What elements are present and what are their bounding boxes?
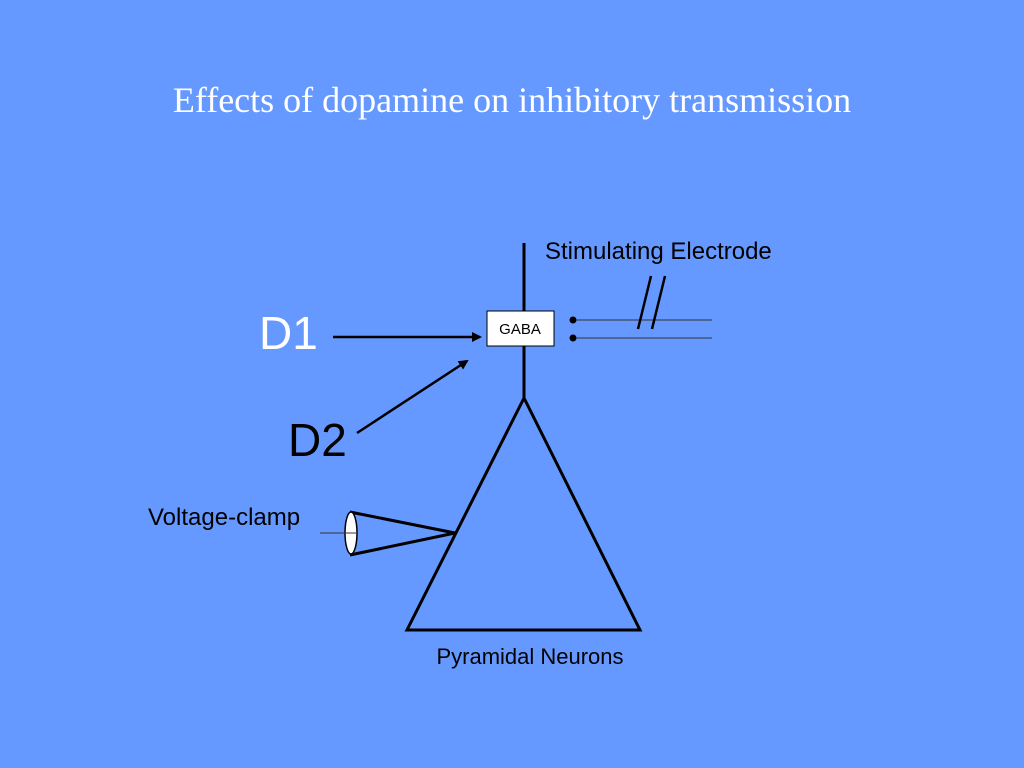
electrode-dot-top [569,316,577,324]
stimulating-electrode-label: Stimulating Electrode [545,238,772,265]
pyramidal-neuron-body [404,394,643,632]
pyramidal-neurons-label: Pyramidal Neurons [436,644,623,669]
electrode-break-mark-2 [650,275,667,330]
gaba-label: GABA [499,321,541,338]
d2-label: D2 [288,414,347,466]
d2-arrow [356,359,469,435]
electrode-dot-bottom [569,334,577,342]
pipette-lower-edge [349,531,456,557]
electrode-break-mark-1 [636,275,653,330]
voltage-clamp-label: Voltage-clamp [148,504,300,531]
pipette-upper-edge [349,510,456,535]
d1-label: D1 [259,307,318,359]
slide-title: Effects of dopamine on inhibitory transm… [172,80,852,120]
gaba-box [486,310,555,347]
